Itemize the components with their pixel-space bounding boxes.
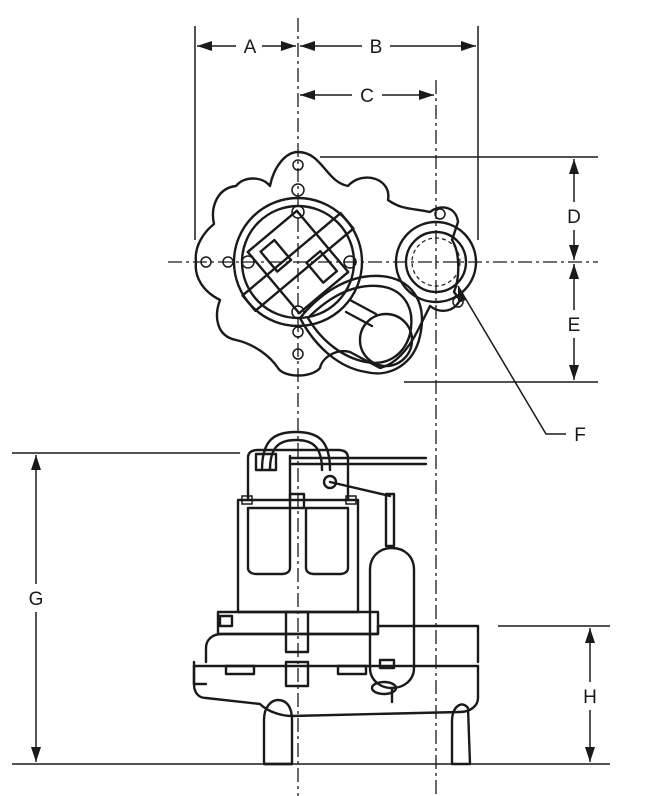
cap-screw	[241, 495, 253, 505]
dim-label-g: G	[29, 589, 44, 610]
float-arm-loop	[298, 274, 423, 375]
discharge-flange	[394, 220, 478, 304]
band-bolt	[218, 614, 234, 628]
switch-pivot	[322, 474, 338, 490]
handle-assembly	[241, 209, 355, 315]
bolt-hole	[222, 256, 234, 268]
dim-label-c: C	[360, 86, 374, 107]
bolt-hole	[291, 183, 305, 197]
volute-housing	[204, 624, 480, 664]
arrowhead	[569, 159, 579, 174]
float-body	[368, 546, 416, 690]
arrowhead	[197, 41, 212, 51]
handle-frame	[246, 209, 350, 315]
dim-label-f: F	[574, 425, 586, 446]
leg-left	[262, 698, 294, 766]
handle-block	[305, 249, 339, 284]
bolt-hole	[434, 208, 446, 220]
housing-ring-outer	[232, 196, 364, 328]
volute-base	[192, 664, 480, 718]
discharge-bore-outer	[404, 230, 468, 294]
arrowhead	[300, 41, 315, 51]
dim-label-h: H	[583, 687, 597, 708]
base-pad	[336, 664, 368, 676]
dim-label-e: E	[568, 315, 581, 336]
arrowhead	[585, 747, 595, 762]
arrowhead	[569, 365, 579, 380]
bolt-holes	[200, 159, 464, 360]
float-link	[348, 298, 378, 316]
bolt-hole	[292, 326, 304, 338]
base-pad	[378, 658, 396, 670]
arrowhead	[31, 455, 41, 470]
arrowhead	[461, 41, 476, 51]
base-pad	[224, 664, 256, 676]
switch-rod	[328, 480, 392, 498]
center-bolt	[284, 610, 310, 654]
arrowhead	[419, 90, 434, 100]
arrowhead	[458, 286, 466, 303]
dim-label-b: B	[370, 37, 383, 58]
float-rod	[384, 492, 396, 548]
float-link	[344, 310, 374, 328]
float-ball	[358, 312, 414, 368]
arrowhead	[585, 628, 595, 643]
base-pad	[284, 660, 310, 688]
discharge-bore-hidden	[411, 237, 461, 287]
leg-right	[450, 703, 472, 766]
dim-f-leader	[457, 285, 566, 435]
lift-handle-inner	[268, 438, 324, 472]
arrowhead	[281, 41, 296, 51]
bolt-hole	[200, 256, 212, 268]
housing-panel	[246, 506, 292, 576]
arrowhead	[569, 245, 579, 260]
float-arm-loop-inner	[306, 284, 413, 365]
motor-top	[246, 448, 350, 502]
top-view	[194, 150, 478, 377]
cap-screw	[345, 495, 357, 505]
housing-panel	[304, 506, 350, 576]
bolt-hole	[292, 159, 304, 171]
arrowhead	[300, 90, 315, 100]
handle-bar	[241, 212, 355, 312]
center-lines	[168, 18, 598, 796]
arrowhead	[31, 747, 41, 762]
float-collar	[370, 680, 398, 696]
bolt-hole	[343, 255, 357, 269]
dimension-labels: A B C D E F G H	[29, 37, 597, 708]
base-outline	[194, 150, 462, 377]
bolt-hole	[291, 205, 305, 219]
handle-block	[259, 238, 293, 273]
dim-label-d: D	[567, 207, 581, 228]
arrowhead	[569, 264, 579, 279]
handle-boss	[254, 452, 278, 472]
side-view	[192, 430, 480, 766]
bolt-hole	[241, 255, 255, 269]
dim-label-a: A	[244, 37, 257, 58]
dimension-lines	[12, 26, 610, 765]
bolt-hole	[292, 348, 304, 360]
